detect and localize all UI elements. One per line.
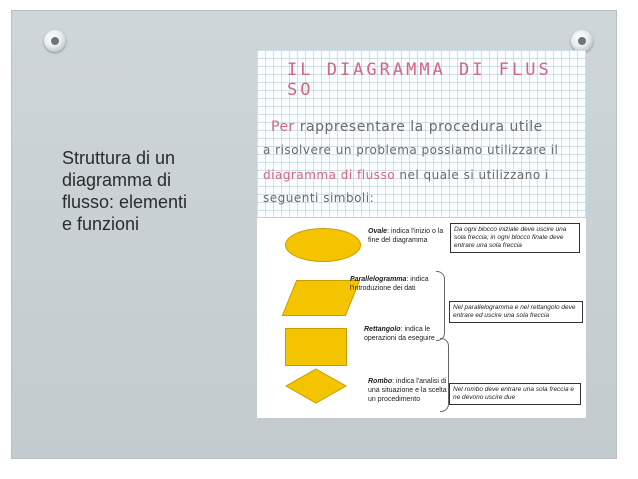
slide-title: Struttura di un diagramma di flusso: ele…: [62, 148, 188, 234]
rhombus-name: Rombo: [368, 378, 393, 385]
brace-connector: [436, 271, 445, 341]
notebook-line-1-rest: rappresentare la procedura utile: [299, 119, 543, 135]
rectangle-description: Rettangolo: indica le operazioni da eseg…: [364, 325, 450, 343]
note-parallelogram-rectangle: Nel parallelogramma e nel rettangolo dev…: [449, 301, 583, 323]
flowchart-symbols-image: Ovale: indica l'inizio o la fine del dia…: [257, 218, 586, 418]
oval-symbol-icon: [285, 228, 361, 262]
notebook-image: IL DIAGRAMMA DI FLUS SO Per rappresentar…: [257, 50, 586, 217]
oval-text: : indica l'inizio o la fine del diagramm…: [368, 228, 444, 244]
rhombus-description: Rombo: indica l'analisi di una situazion…: [368, 377, 454, 404]
notebook-line-1-start: Per: [271, 119, 300, 135]
pushpin-icon: [571, 30, 593, 52]
oval-description: Ovale: indica l'inizio o la fine del dia…: [368, 227, 448, 245]
notebook-line-3: diagramma di flusso nel quale si utilizz…: [263, 168, 549, 182]
oval-name: Ovale: [368, 228, 388, 235]
notebook-line-2: a risolvere un problema possiamo utilizz…: [263, 143, 559, 157]
parallelogram-symbol-icon: [281, 280, 361, 316]
rhombus-symbol-icon: [285, 368, 347, 404]
notebook-line-3-rest: nel quale si utilizzano i: [395, 168, 549, 182]
note-start-end: Da ogni blocco iniziale deve uscire una …: [450, 223, 580, 253]
parallelogram-description: Parallelogramma: indica l'introduzione d…: [350, 275, 442, 293]
rhombus-text: : indica l'analisi di una situazione e l…: [368, 378, 454, 403]
note-rhombus: Nel rombo deve entrare una sola freccia …: [449, 383, 581, 405]
parallelogram-name: Parallelogramma: [350, 276, 407, 283]
parallelogram-text: : indica l'introduzione dei dati: [350, 276, 429, 292]
notebook-highlight: diagramma di flusso: [263, 168, 396, 182]
brace-connector: [440, 338, 449, 412]
notebook-line-4: seguenti simboli:: [263, 191, 375, 205]
rectangle-name: Rettangolo: [364, 326, 401, 333]
pushpin-icon: [44, 30, 66, 52]
rectangle-symbol-icon: [285, 328, 347, 366]
notebook-title: IL DIAGRAMMA DI FLUS SO: [287, 60, 552, 100]
notebook-line-1: Per rappresentare la procedura utile: [271, 119, 543, 135]
rectangle-text: : indica le operazioni da eseguire: [364, 326, 435, 342]
